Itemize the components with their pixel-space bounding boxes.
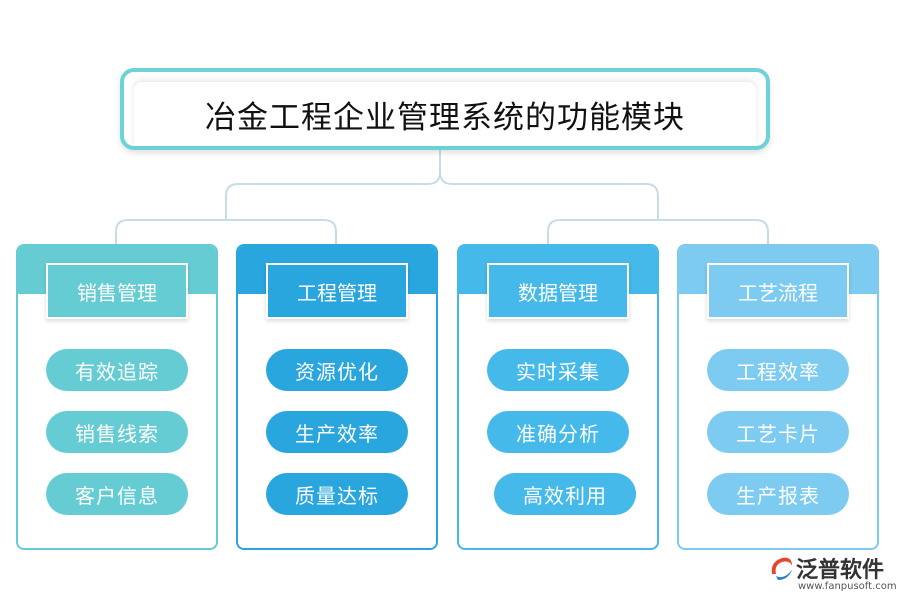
module-column-process: 工艺流程 工程效率 工艺卡片 生产报表 — [677, 244, 879, 550]
module-column-sales: 销售管理 有效追踪 销售线索 客户信息 — [16, 244, 218, 550]
module-item: 工程效率 — [707, 349, 849, 391]
logo-name: 泛普软件 — [796, 558, 885, 583]
module-header: 销售管理 — [46, 263, 188, 319]
logo-mark-icon — [771, 557, 792, 580]
logo-url: www.fanpusoft.com — [798, 581, 897, 592]
module-header: 工艺流程 — [707, 263, 849, 319]
module-column-data: 数据管理 实时采集 准确分析 高效利用 — [457, 244, 659, 550]
module-item: 高效利用 — [494, 473, 636, 515]
module-item: 准确分析 — [487, 411, 629, 453]
module-header: 数据管理 — [487, 263, 629, 319]
module-item: 销售线索 — [46, 411, 188, 453]
diagram-title: 冶金工程企业管理系统的功能模块 — [205, 99, 685, 136]
module-item: 生产效率 — [266, 411, 408, 453]
module-item: 有效追踪 — [46, 349, 188, 391]
fanpu-logo: 泛普软件 www.fanpusoft.com — [768, 552, 897, 596]
module-item: 生产报表 — [707, 473, 849, 515]
title-box: 冶金工程企业管理系统的功能模块 — [120, 68, 770, 150]
module-header: 工程管理 — [266, 263, 408, 319]
module-column-engineering: 工程管理 资源优化 生产效率 质量达标 — [236, 244, 438, 550]
module-item: 工艺卡片 — [707, 411, 849, 453]
module-item: 资源优化 — [266, 349, 408, 391]
module-item: 质量达标 — [266, 473, 408, 515]
module-item: 实时采集 — [487, 349, 629, 391]
module-item: 客户信息 — [46, 473, 188, 515]
